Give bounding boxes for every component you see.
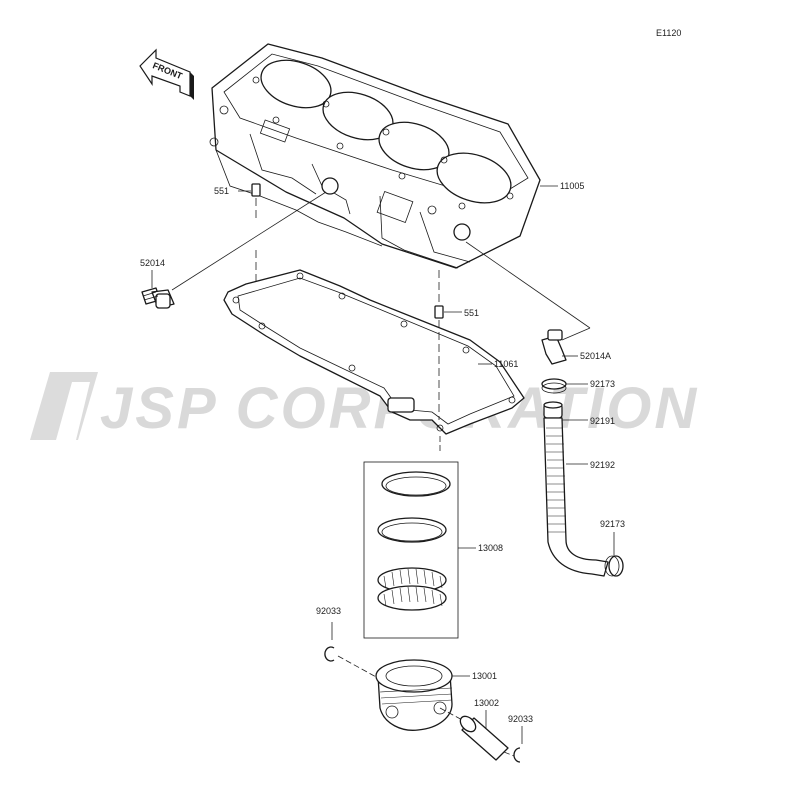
dowel-pin-upper <box>251 183 261 197</box>
label-52014: 52014 <box>140 258 165 268</box>
fitting <box>141 287 175 309</box>
label-11061: 11061 <box>494 359 518 369</box>
label-11005: 11005 <box>560 181 584 191</box>
label-13008: 13008 <box>478 543 503 553</box>
snap-ring-right <box>513 747 521 763</box>
hose-end <box>543 401 563 419</box>
cylinder-block <box>209 43 541 269</box>
clamp-lower <box>604 555 624 577</box>
label-13002: 13002 <box>474 698 499 708</box>
label-13001: 13001 <box>472 671 497 681</box>
label-551-upper: 551 <box>214 186 229 196</box>
label-551-lower: 551 <box>464 308 479 318</box>
snap-ring-left <box>324 646 335 662</box>
base-gasket <box>223 269 525 435</box>
ring-set <box>363 461 459 639</box>
hose <box>543 417 609 577</box>
piston <box>375 659 453 731</box>
front-arrow-icon: FRONT <box>139 48 194 100</box>
label-92192: 92192 <box>590 460 615 470</box>
label-92191: 92191 <box>590 416 615 426</box>
label-92033-left: 92033 <box>316 606 341 616</box>
dowel-pin-lower <box>434 305 444 319</box>
fitting-a <box>541 329 567 365</box>
diagram-code: E1120 <box>656 28 681 38</box>
label-92173-lower: 92173 <box>600 519 625 529</box>
label-92173-upper: 92173 <box>590 379 615 389</box>
label-52014A: 52014A <box>580 351 611 361</box>
piston-pin <box>459 715 509 761</box>
label-92033-right: 92033 <box>508 714 533 724</box>
